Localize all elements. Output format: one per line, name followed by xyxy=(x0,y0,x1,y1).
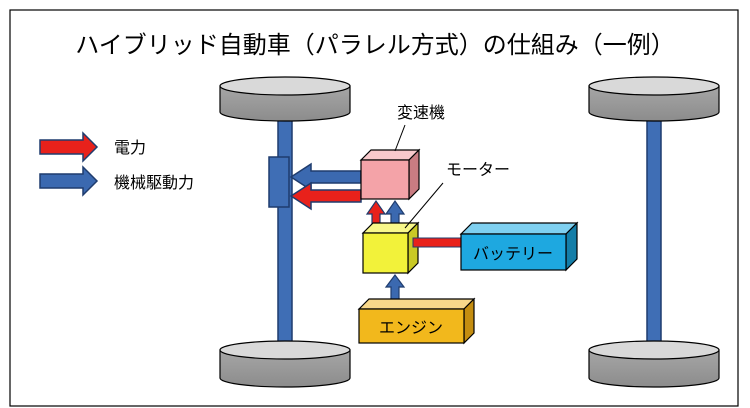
left-bottom-wheel xyxy=(219,340,351,388)
legend-electric-label: 電力 xyxy=(114,138,146,157)
legend-mechanical-label: 機械駆動力 xyxy=(114,173,194,192)
drive-coupling xyxy=(268,156,290,208)
right-bottom-wheel xyxy=(588,340,720,388)
battery-box xyxy=(459,221,579,272)
mechanical-arrow-engine-to-motor xyxy=(384,274,406,301)
left-top-wheel xyxy=(219,76,351,122)
legend-mechanical-arrow xyxy=(39,165,99,197)
right-axle xyxy=(646,111,662,351)
legend: 電力 機械駆動力 xyxy=(39,131,194,197)
left-axle-assembly xyxy=(219,76,351,388)
motor-label: モーター xyxy=(446,160,510,179)
right-top-wheel xyxy=(588,76,720,122)
motor-leader-line xyxy=(404,182,444,229)
legend-electric-arrow xyxy=(39,131,99,163)
motor-box xyxy=(361,221,420,275)
diagram-frame xyxy=(9,9,739,407)
mechanical-arrow-to-axle xyxy=(289,162,362,192)
battery-connection xyxy=(412,237,464,248)
engine-box xyxy=(357,297,476,345)
electric-arrow-to-axle xyxy=(289,181,362,211)
diagram-title: ハイブリッド自動車（パラレル方式）の仕組み（一例） xyxy=(75,31,675,59)
transmission-label: 変速機 xyxy=(397,103,445,122)
transmission-box xyxy=(359,148,421,201)
transmission-leader-line xyxy=(394,124,406,152)
engine-label: エンジン xyxy=(379,318,443,337)
right-axle-assembly xyxy=(588,76,720,388)
battery-label: バッテリー xyxy=(473,244,553,263)
left-axle xyxy=(277,111,293,351)
